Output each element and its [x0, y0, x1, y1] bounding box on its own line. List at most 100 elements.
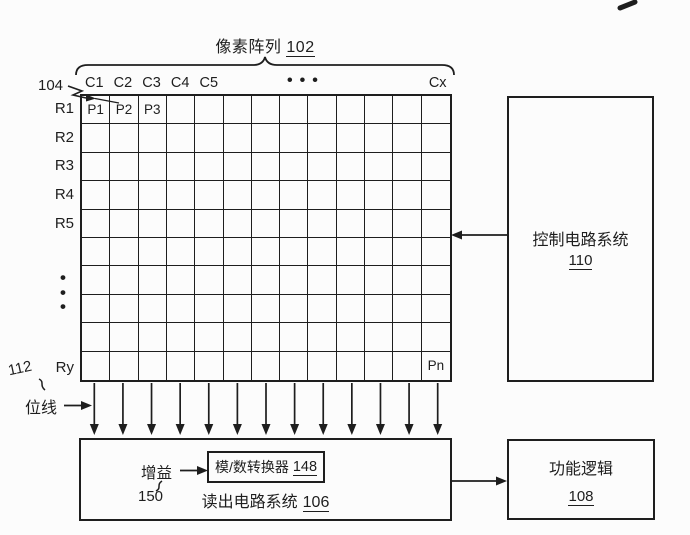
pixel-cell: [308, 96, 337, 125]
readout-circuitry-label: 读出电路系统: [201, 494, 298, 511]
pixel-cell: [421, 210, 450, 238]
pixel-cell: [195, 323, 224, 352]
pixel-cell: [251, 266, 281, 295]
bitline-ref-squiggle: [38, 378, 46, 391]
bitline-arrowhead: [318, 424, 328, 435]
pixel-cell: [195, 96, 224, 125]
pixel-cell: [195, 124, 224, 153]
pixel-cell: [336, 323, 366, 352]
pixel-cell: [82, 209, 111, 238]
bitline-ref-112: 112: [6, 357, 34, 380]
pixel-cell: [166, 181, 196, 210]
pixel-cell: [166, 152, 196, 182]
pixel-cell: [421, 124, 450, 153]
readout-circuitry-ref-106: 106: [302, 494, 330, 512]
gain-ref-150: 150: [138, 488, 164, 505]
function-logic-label: 功能逻辑: [548, 461, 613, 478]
pixel-cell: [365, 323, 394, 352]
pixel-cell: [166, 266, 196, 295]
pixel-cell: [166, 209, 196, 238]
pixel-cell: [251, 96, 281, 125]
pixel-cell: [308, 323, 337, 352]
pixel-cell: [167, 351, 196, 380]
pixel-cell: [138, 323, 167, 352]
pixel-cell: [195, 181, 224, 210]
pixel-cell: [393, 294, 422, 324]
control-to-array-arrow: [451, 230, 507, 240]
column-label: C5: [199, 75, 219, 91]
pixel-cell: [336, 266, 366, 295]
pixel-cell: [393, 96, 422, 125]
pixel-cell: [336, 124, 366, 153]
pixel-cell: [421, 96, 450, 125]
pixel-cell: [280, 266, 309, 295]
pixel-cell: [110, 266, 139, 295]
pixel-cell: [166, 124, 196, 153]
bitline-arrowhead: [347, 424, 357, 435]
pixel-cell: [82, 294, 111, 324]
pixel-cell: [365, 237, 394, 267]
adc-label: 模/数转换器: [214, 459, 289, 475]
column-label: C1: [85, 75, 104, 91]
function-logic-box: 功能逻辑 108: [507, 439, 655, 520]
pixel-array-title-text: 像素阵列: [215, 39, 282, 56]
pixel-cell: [280, 294, 309, 324]
pixel-cell: [308, 181, 337, 210]
pixel-cell: [308, 152, 337, 182]
pixel-cell: [195, 237, 224, 267]
pixel-cell: [393, 152, 422, 182]
pixel-cell: [251, 181, 281, 210]
pixel-cell: [251, 237, 281, 267]
pixel-cell: [223, 323, 252, 352]
pixel-cell: [82, 323, 111, 352]
pixel-cell: [138, 237, 167, 267]
pixel-cell: [223, 294, 252, 324]
gain-arrow: [180, 466, 208, 475]
pixel-cell: [280, 323, 309, 352]
pixel-cell: Pn: [427, 358, 445, 374]
pixel-cell: [308, 266, 337, 295]
gain-ref-squiggle: [155, 480, 163, 492]
pixel-cell: [393, 351, 422, 380]
bitline-arrowhead: [375, 424, 385, 435]
bitline-label: 位线: [25, 400, 58, 417]
column-ellipsis: •••: [287, 72, 325, 89]
row-label: R1: [54, 99, 74, 117]
pixel-cell: [82, 237, 111, 267]
pixel-cell: [308, 294, 337, 324]
bitline-pointer-arrow: [64, 401, 92, 410]
pixel-array-ref-102: 102: [286, 39, 315, 57]
pixel-cell: [421, 323, 450, 352]
pixel-cell: [280, 209, 309, 238]
row-label: R5: [54, 215, 74, 233]
control-circuitry-box: 控制电路系统 110: [507, 96, 654, 382]
pixel-cell: [365, 351, 394, 380]
bitline-arrowhead: [118, 424, 128, 435]
bitline-arrowhead: [89, 424, 99, 435]
column-label: C3: [142, 75, 161, 91]
pixel-ref-leader: [67, 85, 120, 104]
pixel-cell: [82, 351, 111, 380]
column-label: C4: [170, 75, 190, 91]
pixel-cell: [251, 323, 281, 352]
pixel-cell: [280, 152, 309, 182]
column-label: C2: [113, 75, 133, 91]
adc-ref-148: 148: [292, 458, 318, 476]
pixel-cell: [421, 238, 450, 267]
pixel-cell: [195, 152, 224, 182]
pixel-cell: [224, 351, 252, 380]
pixel-cell: [138, 209, 167, 238]
pixel-cell: [138, 266, 167, 295]
pixel-cell: [365, 266, 394, 295]
bitline-arrowhead: [204, 424, 214, 435]
pixel-cell: [280, 181, 309, 210]
bitline-arrowhead: [290, 424, 300, 435]
pixel-cell: [195, 351, 224, 380]
bitline-arrowhead: [175, 424, 185, 435]
pixel-cell: [308, 351, 337, 380]
pixel-cell: [308, 209, 337, 238]
pixel-cell: [336, 96, 366, 125]
pixel-cell: [280, 96, 309, 125]
